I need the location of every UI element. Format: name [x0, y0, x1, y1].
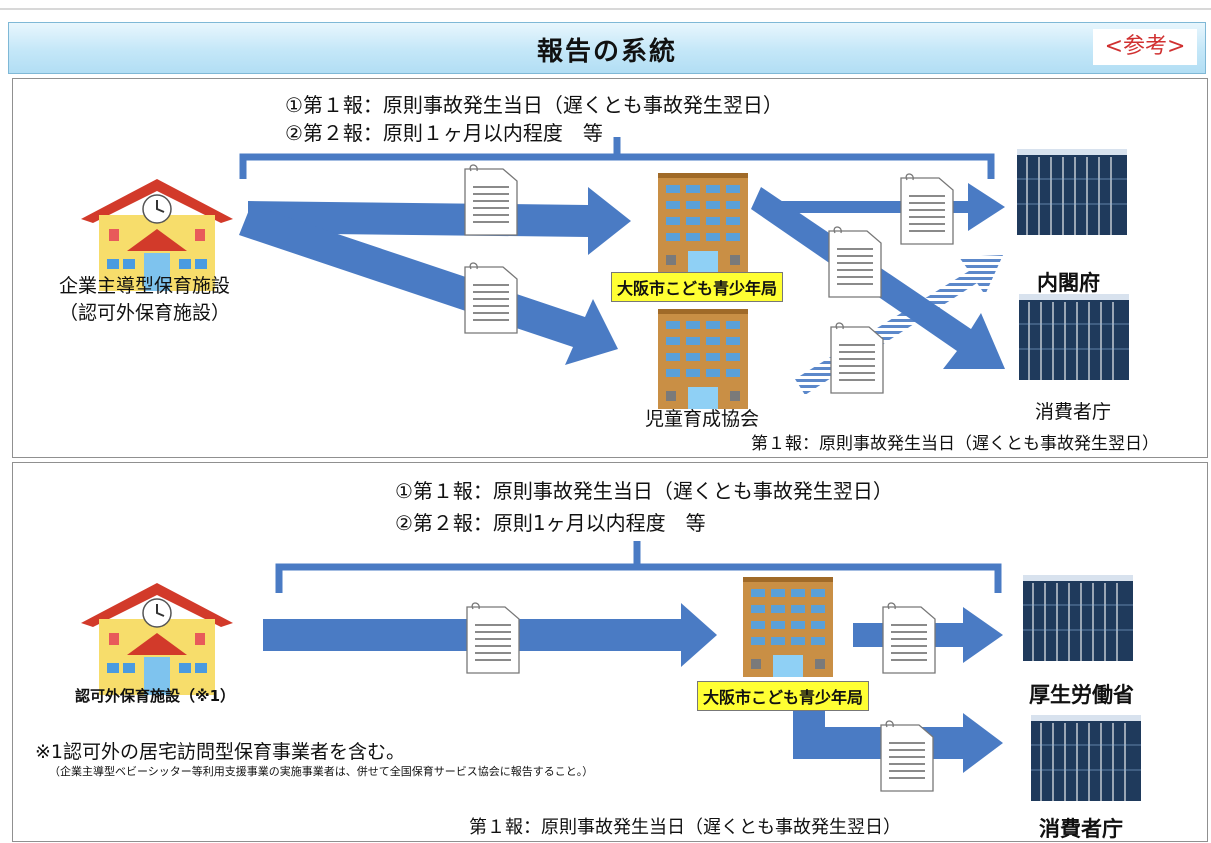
facility-label: 企業主導型保育施設 — [59, 275, 231, 297]
bracket-top — [239, 153, 995, 179]
bottom-flow-panel: ①第１報：原則事故発生当日（遅くとも事故発生翌日） ②第２報：原則1ヶ月以内程度… — [12, 462, 1208, 842]
first-report-note: 第１報：原則事故発生当日（遅くとも事故発生翌日） — [751, 434, 1159, 454]
top-divider — [0, 8, 1211, 10]
arrow-to-association — [239, 205, 618, 365]
document-icon — [830, 322, 884, 394]
arrow-to-cabinet-office — [759, 183, 1005, 231]
office-building-icon — [743, 577, 833, 677]
bracket-bottom — [275, 563, 1002, 593]
document-icon — [466, 602, 520, 674]
nursery-school-icon — [80, 582, 234, 696]
document-icon — [464, 164, 518, 236]
cabinet-office-label: 内閣府 — [1037, 271, 1100, 295]
office-building-icon — [658, 173, 748, 273]
report-rule-1: ①第１報：原則事故発生当日（遅くとも事故発生翌日） — [395, 479, 893, 503]
report-rule-2: ②第２報：原則1ヶ月以内程度 等 — [395, 511, 706, 535]
top-flow-graphics — [80, 137, 1130, 409]
bottom-flow-graphics — [80, 541, 1142, 802]
footnote-2: （企業主導型ベビーシッター等利用支援事業の実施事業者は、併せて全国保育サービス協… — [49, 765, 594, 778]
consumer-agency-label: 消費者庁 — [1039, 817, 1123, 841]
page-title: 報告の系統 — [536, 37, 677, 67]
title-bar: 報告の系統 <参考> — [8, 22, 1206, 74]
top-flow-panel: ①第１報：原則事故発生当日（遅くとも事故発生翌日） ②第２報：原則１ヶ月以内程度… — [12, 78, 1208, 458]
government-building-icon — [1022, 574, 1134, 662]
government-building-icon — [1018, 293, 1130, 381]
report-rule-2: ②第２報：原則１ヶ月以内程度 等 — [285, 121, 603, 145]
document-icon — [828, 226, 882, 298]
office-building-icon — [658, 309, 748, 409]
first-report-note: 第１報：原則事故発生当日（遅くとも事故発生翌日） — [469, 817, 901, 838]
document-icon — [880, 720, 934, 792]
city-bureau-label: 大阪市こども青少年局 — [611, 272, 784, 302]
dashed-arrow-association-to-consumer — [795, 255, 1003, 395]
arrow-to-city-bureau — [248, 187, 631, 255]
footnote-1: ※1認可外の居宅訪問型保育事業者を含む。 — [35, 741, 406, 763]
association-label: 児童育成協会 — [645, 408, 760, 430]
government-building-icon — [1030, 714, 1142, 802]
document-icon — [882, 602, 936, 674]
facility-sublabel: （認可外保育施設） — [59, 302, 231, 324]
ministry-label: 厚生労働省 — [1029, 683, 1134, 707]
facility-label: 認可外保育施設（※1） — [75, 687, 236, 705]
consumer-agency-label: 消費者庁 — [1035, 401, 1112, 423]
document-icon — [900, 173, 954, 245]
reference-label: <参考> — [1093, 29, 1197, 65]
report-rule-1: ①第１報：原則事故発生当日（遅くとも事故発生翌日） — [285, 93, 783, 117]
document-icon — [464, 262, 518, 334]
city-bureau-label: 大阪市こども青少年局 — [697, 681, 870, 711]
government-building-icon — [1016, 148, 1128, 236]
